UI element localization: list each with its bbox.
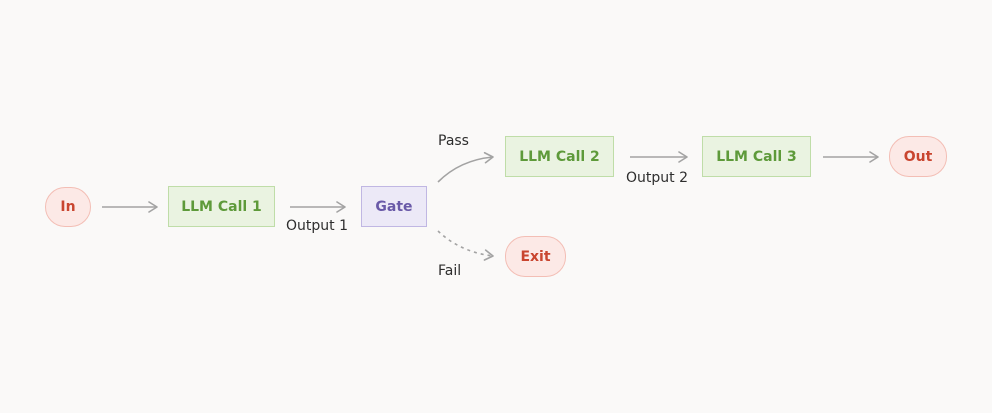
edge-label-output-2: Output 2 [626,170,688,186]
in-node: In [45,187,91,227]
llm-call-1-node: LLM Call 1 [168,186,275,227]
llm-call-3-node: LLM Call 3 [702,136,811,177]
out-node: Out [889,136,947,177]
arrow-gate-to-exit [437,230,494,261]
gate-node: Gate [361,186,427,227]
edge-label-pass: Pass [438,133,469,149]
edge-label-fail: Fail [438,263,462,279]
arrow-gate-to-llm-call-2 [437,151,494,183]
llm-call-2-node: LLM Call 2 [505,136,614,177]
edge-label-output-1: Output 1 [286,218,348,234]
exit-node: Exit [505,236,566,277]
